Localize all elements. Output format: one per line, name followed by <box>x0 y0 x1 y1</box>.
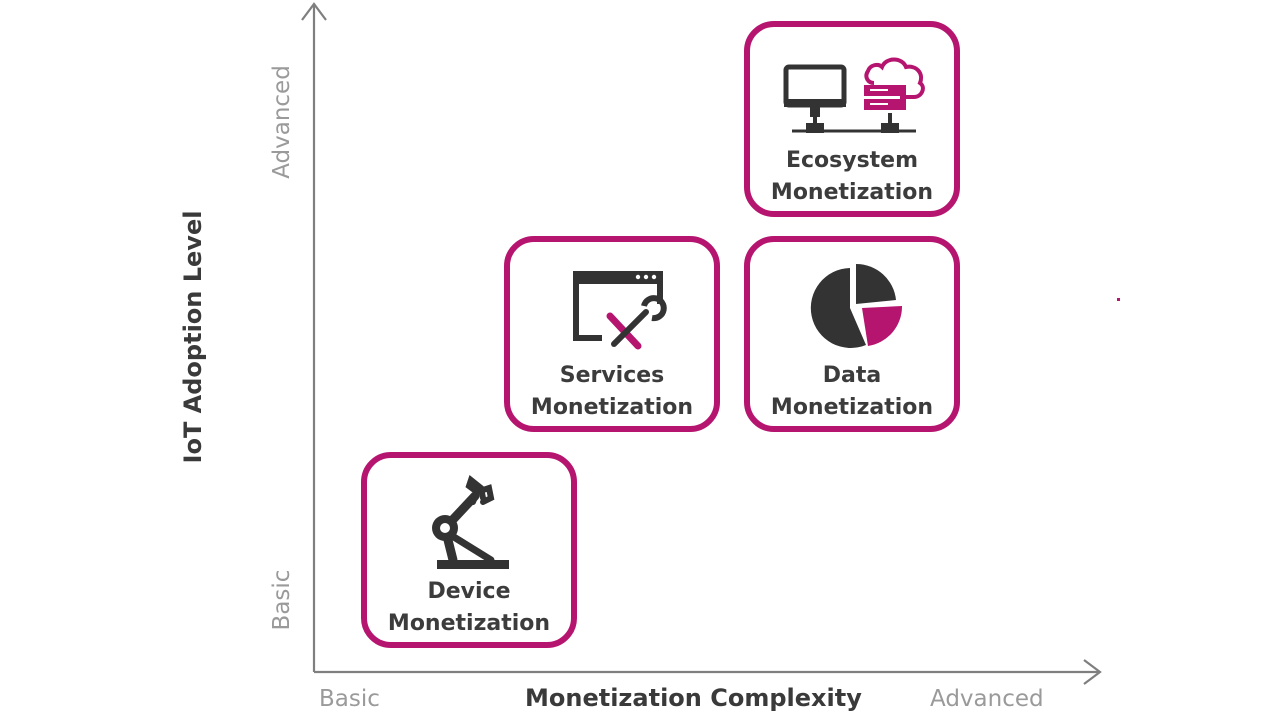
robot-arm-icon <box>432 474 509 569</box>
browser-tools-icon <box>573 271 667 350</box>
pie-chart-icon <box>810 263 903 348</box>
data-label-line2: Monetization <box>770 395 934 420</box>
services-label-line1: Services <box>559 363 665 388</box>
ecosystem-label-line1: Ecosystem <box>785 148 919 173</box>
x-axis-title: Monetization Complexity <box>525 684 862 712</box>
services-monetization-label: Services Monetization <box>510 360 714 424</box>
data-monetization-box: Data Monetization <box>744 236 960 432</box>
device-label-line2: Monetization <box>387 611 551 636</box>
device-monetization-label: Device Monetization <box>367 576 571 640</box>
ecosystem-monetization-label: Ecosystem Monetization <box>750 145 954 209</box>
y-tick-advanced: Advanced <box>269 65 295 179</box>
ecosystem-label-line2: Monetization <box>770 180 934 205</box>
accent-dot <box>1117 298 1120 301</box>
x-axis-arrow <box>1083 659 1102 685</box>
x-tick-advanced: Advanced <box>930 686 1044 712</box>
data-label-line1: Data <box>822 363 882 388</box>
y-tick-basic: Basic <box>269 569 295 631</box>
y-axis-title: IoT Adoption Level <box>179 210 207 464</box>
ecosystem-monetization-box: Ecosystem Monetization <box>744 21 960 217</box>
data-monetization-label: Data Monetization <box>750 360 954 424</box>
network-cloud-icon <box>783 57 925 133</box>
device-monetization-box: Device Monetization <box>361 452 577 648</box>
x-tick-basic: Basic <box>319 686 380 712</box>
services-monetization-box: Services Monetization <box>504 236 720 432</box>
y-axis-arrow <box>301 2 327 21</box>
services-label-line2: Monetization <box>530 395 694 420</box>
device-label-line1: Device <box>427 579 511 604</box>
